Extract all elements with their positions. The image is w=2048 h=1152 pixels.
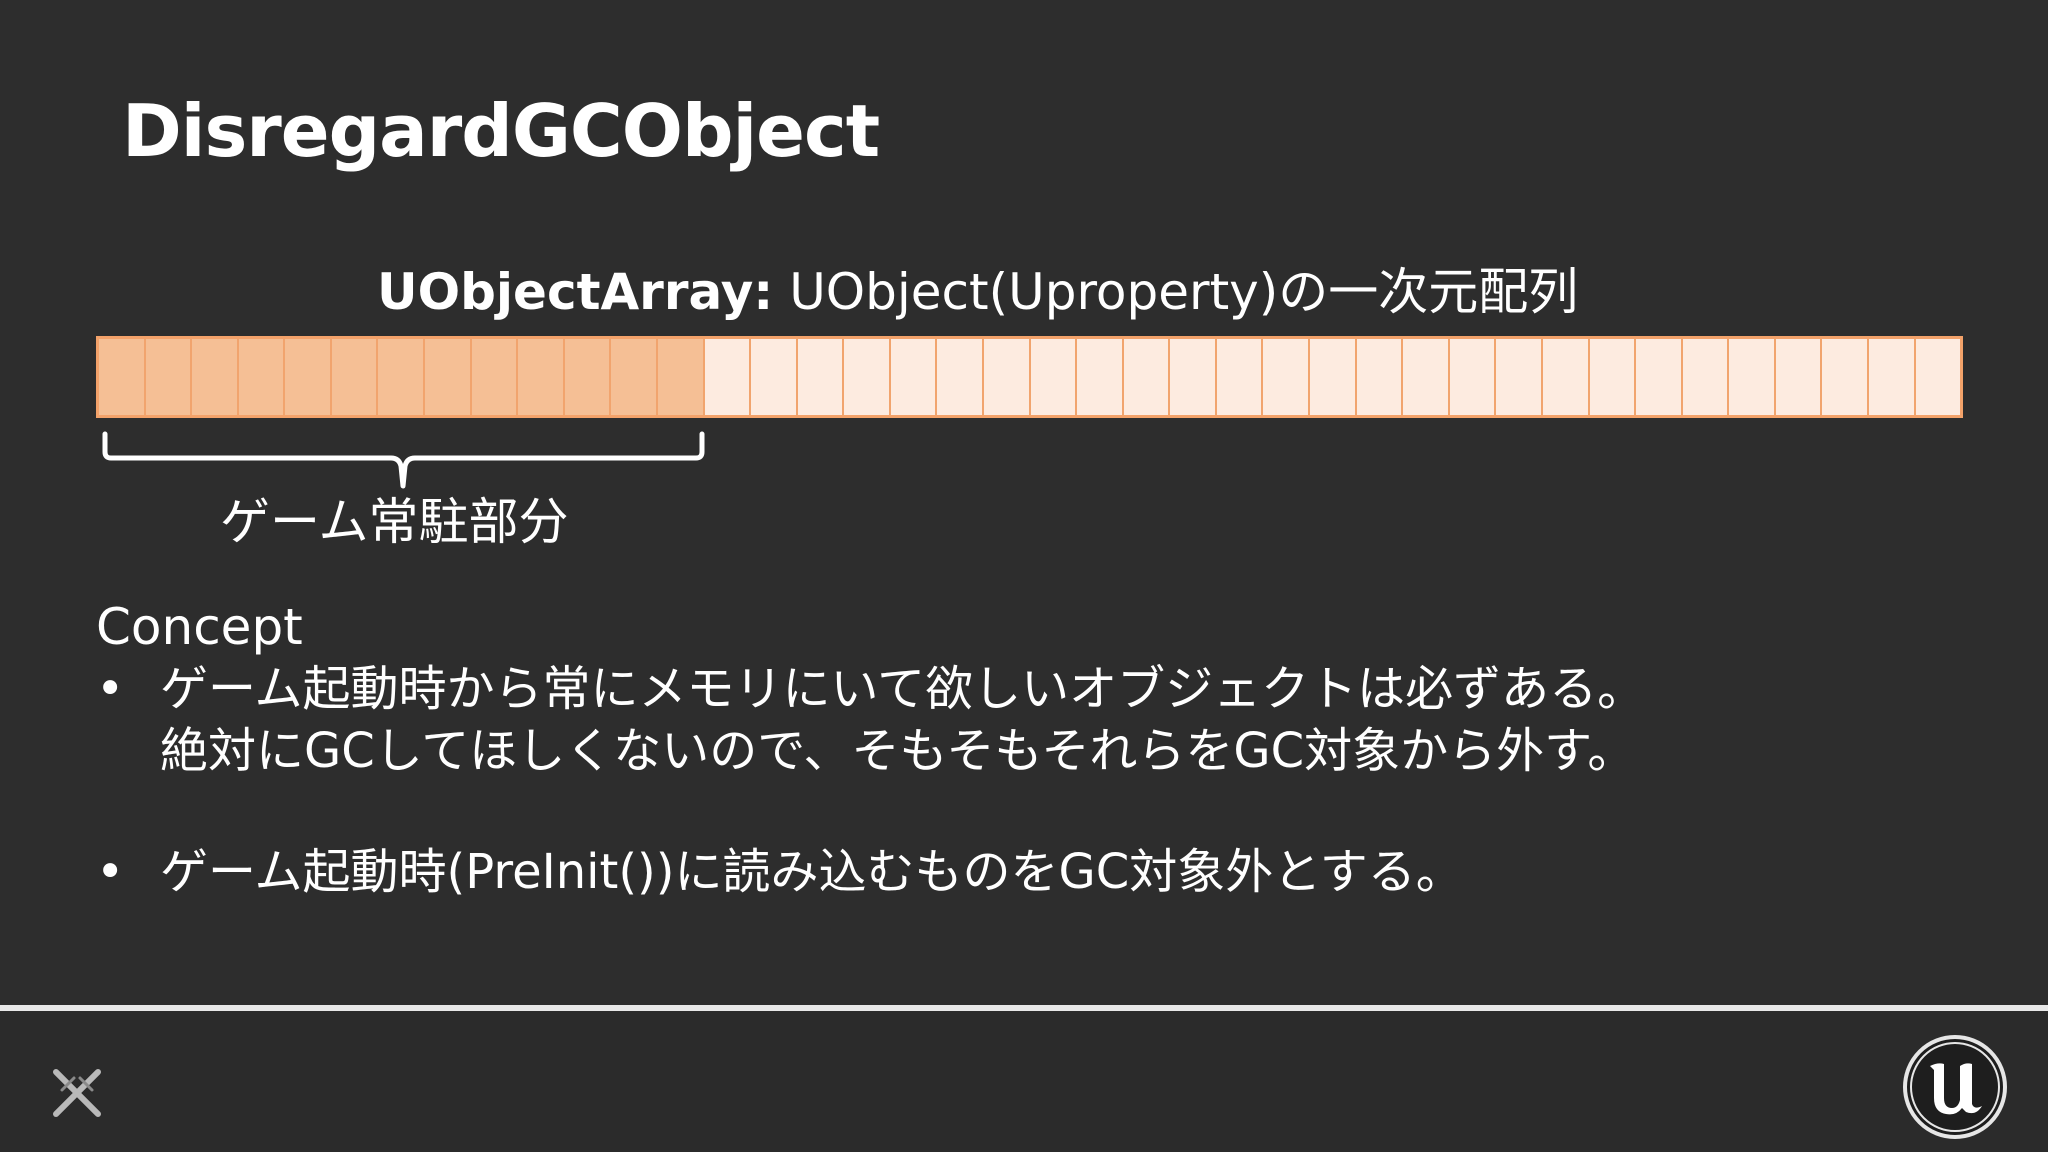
array-cell bbox=[1682, 339, 1730, 415]
bullet-line: ゲーム起動時(PreInit())に読み込むものをGC対象外とする。 bbox=[160, 844, 1464, 900]
array-cell bbox=[1868, 339, 1916, 415]
array-cell-resident bbox=[192, 339, 239, 415]
array-cell bbox=[1496, 339, 1543, 415]
array-cell bbox=[1030, 339, 1078, 415]
array-cell-resident bbox=[238, 339, 286, 415]
array-cell bbox=[1216, 339, 1264, 415]
array-cell-resident bbox=[518, 339, 565, 415]
bullet-line: 絶対にGCしてほしくないので、そもそもそれらをGC対象から外す。 bbox=[160, 723, 1636, 779]
bullet-dot: • bbox=[96, 661, 125, 717]
crossed-swords-logo-icon bbox=[53, 1069, 101, 1117]
bullet-line: ゲーム起動時から常にメモリにいて欲しいオブジェクトは必ずある。 bbox=[160, 661, 1646, 717]
array-cell bbox=[1310, 339, 1357, 415]
array-cell bbox=[983, 339, 1031, 415]
array-cell bbox=[1077, 339, 1124, 415]
array-caption-name: UObjectArray: bbox=[377, 263, 774, 321]
array-cell bbox=[1729, 339, 1776, 415]
footer-bar bbox=[0, 1011, 2048, 1152]
resident-range-label: ゲーム常駐部分 bbox=[220, 493, 569, 551]
concept-heading: Concept bbox=[96, 598, 303, 656]
array-cell-resident bbox=[564, 339, 612, 415]
bullet-dot: • bbox=[96, 844, 125, 900]
array-cell-resident bbox=[611, 339, 658, 415]
array-cell bbox=[797, 339, 845, 415]
array-cell-resident bbox=[331, 339, 379, 415]
array-cell bbox=[1263, 339, 1311, 415]
array-cell-resident bbox=[657, 339, 705, 415]
array-caption: UObjectArray: UObject(Uproperty)の一次元配列 bbox=[377, 262, 1578, 322]
array-cell bbox=[1356, 339, 1404, 415]
array-cell-resident bbox=[378, 339, 426, 415]
array-cell bbox=[1542, 339, 1590, 415]
unreal-engine-logo-icon bbox=[1903, 1035, 2007, 1139]
array-cell-resident bbox=[99, 339, 146, 415]
array-cell-resident bbox=[425, 339, 472, 415]
array-cell bbox=[751, 339, 798, 415]
array-caption-description: UObject(Uproperty)の一次元配列 bbox=[773, 263, 1579, 321]
array-cell bbox=[1822, 339, 1869, 415]
array-cell bbox=[1589, 339, 1637, 415]
array-cell bbox=[1403, 339, 1450, 415]
array-cell bbox=[1775, 339, 1823, 415]
array-cell bbox=[1636, 339, 1683, 415]
array-cell-resident bbox=[471, 339, 519, 415]
array-cell bbox=[704, 339, 752, 415]
array-cell-resident bbox=[285, 339, 332, 415]
resident-range-brace bbox=[102, 431, 705, 489]
footer-divider bbox=[0, 1005, 2048, 1011]
array-cell bbox=[1170, 339, 1217, 415]
array-cell-resident bbox=[145, 339, 193, 415]
array-cell bbox=[844, 339, 891, 415]
array-cell bbox=[1449, 339, 1497, 415]
array-cell bbox=[1123, 339, 1171, 415]
array-cell bbox=[937, 339, 984, 415]
slide-title: DisregardGCObject bbox=[122, 89, 880, 173]
array-cell bbox=[890, 339, 938, 415]
uobject-array-bar bbox=[96, 336, 1963, 418]
array-cell bbox=[1915, 339, 1961, 415]
